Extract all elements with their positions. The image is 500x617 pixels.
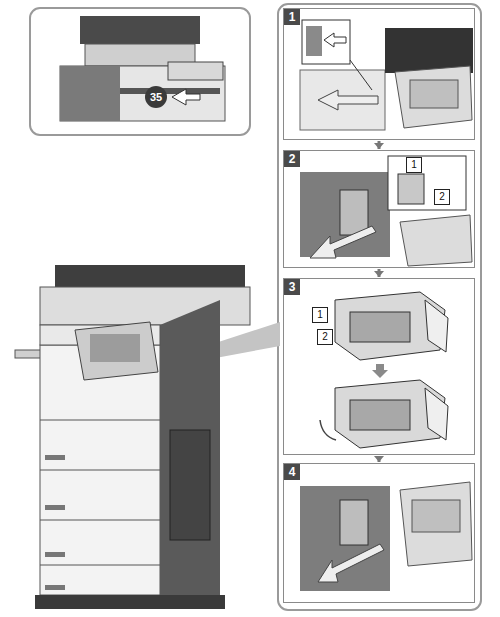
step-number: 1	[284, 9, 300, 25]
step-arrow	[374, 141, 384, 149]
callout-box: 1	[406, 157, 422, 173]
callout-number: 1	[317, 310, 323, 320]
steps-panel	[278, 4, 481, 610]
step-arrow	[374, 456, 384, 462]
step-panel: 3 1 2	[283, 278, 475, 455]
callout-number: 2	[322, 332, 328, 342]
callout-box: 1	[312, 307, 328, 323]
step-panel: 1	[283, 8, 475, 140]
step-panel: 4	[283, 463, 475, 603]
step2-illustration	[300, 156, 472, 266]
callout-box: 2	[434, 189, 450, 205]
step-arrow	[374, 269, 384, 277]
step-number: 3	[284, 279, 300, 295]
callout-number: 1	[411, 160, 417, 170]
copier-illustration	[15, 265, 280, 609]
callout-box: 2	[317, 329, 333, 345]
callout-number: 2	[439, 192, 445, 202]
step-number: 2	[284, 151, 300, 167]
step4-illustration	[300, 482, 472, 591]
callout-circle: 35	[145, 86, 167, 108]
callout-number: 35	[150, 92, 162, 103]
step3-illustration	[320, 292, 448, 448]
step-number: 4	[284, 464, 300, 480]
step-panel: 2 1 2	[283, 150, 475, 268]
machine-top-view	[60, 16, 225, 121]
step1-illustration	[300, 20, 473, 130]
locator-panel	[30, 8, 250, 135]
